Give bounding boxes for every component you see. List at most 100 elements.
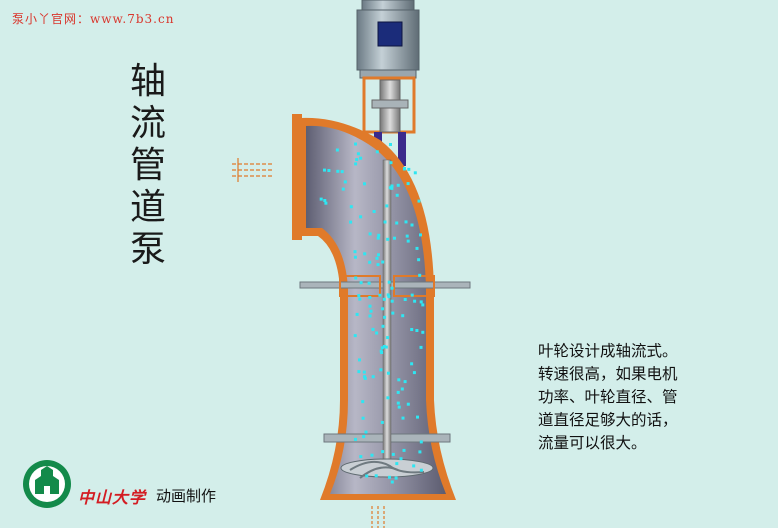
credit-school-name: 中山大学 bbox=[78, 488, 147, 507]
water-particle bbox=[410, 362, 414, 366]
water-particle bbox=[383, 220, 387, 224]
water-particle bbox=[376, 236, 380, 240]
water-particle bbox=[368, 232, 372, 236]
water-particle bbox=[376, 263, 380, 267]
water-particle bbox=[395, 221, 399, 225]
water-particle bbox=[380, 346, 384, 350]
water-particle bbox=[406, 239, 410, 243]
water-particle bbox=[393, 236, 396, 240]
water-particle bbox=[358, 358, 361, 362]
water-particle bbox=[379, 368, 383, 372]
pump-casing bbox=[292, 114, 456, 500]
water-particle bbox=[363, 375, 367, 379]
water-particle bbox=[387, 295, 391, 299]
water-particle bbox=[335, 148, 339, 152]
water-particle bbox=[381, 260, 385, 264]
water-particle bbox=[370, 453, 374, 457]
water-particle bbox=[410, 328, 414, 331]
water-particle bbox=[354, 142, 357, 146]
water-particle bbox=[378, 293, 382, 297]
water-particle bbox=[368, 314, 372, 318]
water-particle bbox=[357, 294, 361, 298]
motor-window-icon bbox=[377, 21, 403, 47]
water-particle bbox=[361, 400, 365, 404]
water-particle bbox=[363, 182, 366, 186]
water-particle bbox=[394, 476, 398, 480]
water-particle bbox=[323, 168, 326, 172]
water-particle bbox=[385, 204, 389, 208]
water-particle bbox=[391, 311, 395, 315]
water-particle bbox=[372, 210, 376, 213]
water-particle bbox=[389, 143, 392, 146]
water-particle bbox=[362, 370, 366, 374]
water-particle bbox=[386, 396, 390, 400]
water-particle bbox=[390, 286, 394, 290]
water-particle bbox=[355, 312, 359, 316]
water-particle bbox=[327, 169, 331, 172]
water-particle bbox=[362, 435, 366, 439]
water-particle bbox=[397, 378, 401, 382]
water-particle bbox=[363, 376, 367, 380]
description-line: 道直径足够大的话， bbox=[538, 411, 678, 429]
water-particle bbox=[353, 334, 357, 338]
water-particle bbox=[324, 201, 328, 205]
water-particle bbox=[417, 199, 421, 203]
water-particle bbox=[390, 480, 394, 484]
water-particle bbox=[419, 233, 422, 237]
water-particle bbox=[359, 281, 363, 285]
inlet-arrow bbox=[232, 158, 272, 182]
description-line: 功率、叶轮直径、管 bbox=[538, 388, 678, 406]
water-particle bbox=[377, 253, 380, 257]
water-particle bbox=[413, 299, 417, 303]
water-particle bbox=[395, 193, 399, 197]
water-particle bbox=[410, 293, 414, 297]
water-particle bbox=[413, 171, 417, 175]
water-particle bbox=[381, 324, 385, 328]
water-particle bbox=[368, 296, 372, 299]
outlet-arrow bbox=[371, 506, 385, 528]
water-particle bbox=[405, 234, 409, 238]
water-particle bbox=[386, 336, 390, 340]
water-particle bbox=[386, 237, 390, 241]
water-particle bbox=[401, 314, 405, 318]
title-char: 流 bbox=[129, 103, 166, 144]
water-particle bbox=[382, 297, 386, 301]
water-particle bbox=[386, 371, 390, 375]
water-particle bbox=[379, 349, 383, 353]
water-particle bbox=[371, 375, 375, 379]
water-particle bbox=[419, 300, 423, 304]
water-particle bbox=[363, 252, 367, 256]
water-particle bbox=[404, 220, 408, 224]
water-particle bbox=[336, 169, 340, 173]
water-particle bbox=[383, 315, 387, 319]
title-char: 管 bbox=[129, 145, 166, 186]
water-particle bbox=[402, 448, 406, 452]
water-particle bbox=[358, 297, 362, 301]
impeller bbox=[340, 458, 434, 479]
water-particle bbox=[401, 416, 405, 420]
water-particle bbox=[361, 416, 365, 420]
water-particle bbox=[359, 215, 363, 219]
water-particle bbox=[412, 464, 416, 468]
water-particle bbox=[397, 405, 401, 409]
description-line: 转速很高，如果电机 bbox=[538, 365, 678, 383]
site-watermark: 泵小丫官网：www.7b3.cn bbox=[12, 12, 175, 26]
water-particle bbox=[416, 415, 419, 419]
water-particle bbox=[354, 437, 357, 441]
description: 叶轮设计成轴流式。 转速很高，如果电机 功率、叶轮直径、管 道直径足够大的话， … bbox=[538, 340, 738, 455]
water-particle bbox=[391, 452, 395, 456]
water-particle bbox=[410, 223, 414, 227]
water-particle bbox=[353, 255, 357, 259]
water-particle bbox=[389, 161, 393, 165]
water-particle bbox=[319, 197, 323, 201]
description-line: 叶轮设计成轴流式。 bbox=[538, 342, 678, 360]
water-particle bbox=[377, 233, 381, 237]
water-particle bbox=[368, 304, 372, 308]
water-particle bbox=[417, 258, 421, 262]
water-particle bbox=[396, 183, 400, 187]
water-particle bbox=[375, 256, 379, 260]
water-particle bbox=[419, 345, 423, 349]
water-particle bbox=[375, 150, 379, 154]
water-particle bbox=[421, 330, 425, 334]
